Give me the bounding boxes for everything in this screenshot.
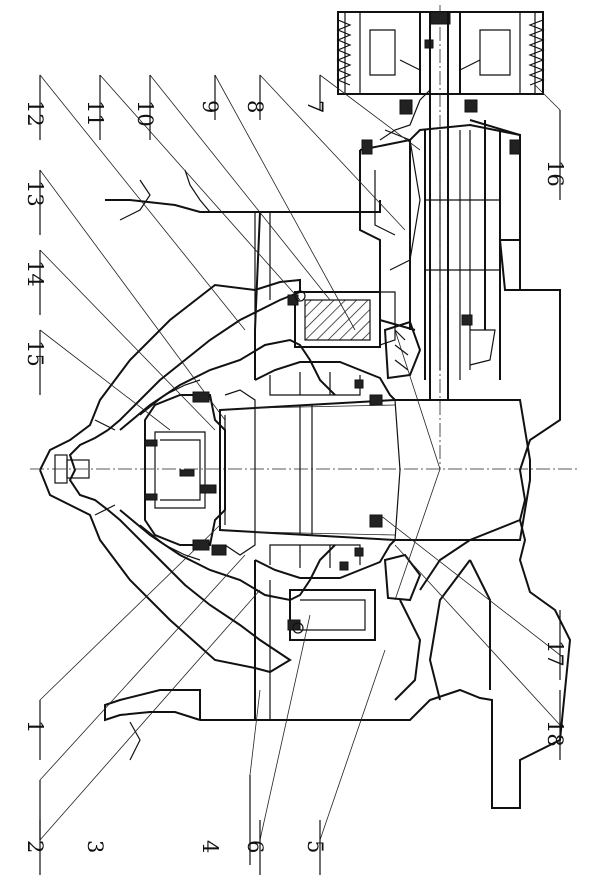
label-5: 5 [303,840,327,853]
label-14: 14 [23,260,47,287]
seal-rings [292,290,306,634]
pulley [336,11,545,95]
cover-cone [39,278,301,674]
label-18: 18 [543,720,567,747]
label-8: 8 [243,100,267,113]
label-2: 2 [23,840,47,853]
label-16: 16 [543,160,567,187]
label-underlines [39,75,561,875]
leader-lines [39,74,561,841]
label-10: 10 [133,100,157,127]
main-shaft [219,399,531,541]
hatched-component [287,291,396,348]
label-7: 7 [303,100,327,113]
label-4: 4 [198,840,222,853]
label-17: 17 [543,640,567,667]
label-3: 3 [83,840,107,853]
eccentric-assembly [254,361,396,579]
main-frame [104,119,572,809]
label-9: 9 [198,100,222,113]
label-6: 6 [243,840,267,853]
label-1: 1 [23,720,47,733]
label-15: 15 [23,340,47,367]
label-12: 12 [23,100,47,127]
centre-lines [30,5,580,601]
bevel-gear-set [383,320,496,602]
label-13: 13 [23,180,47,207]
label-11: 11 [83,100,107,127]
countershaft [429,12,449,400]
mantle [119,338,336,602]
part-labels: 12 11 10 9 8 7 13 14 15 16 1 2 3 4 6 5 1… [23,100,567,853]
